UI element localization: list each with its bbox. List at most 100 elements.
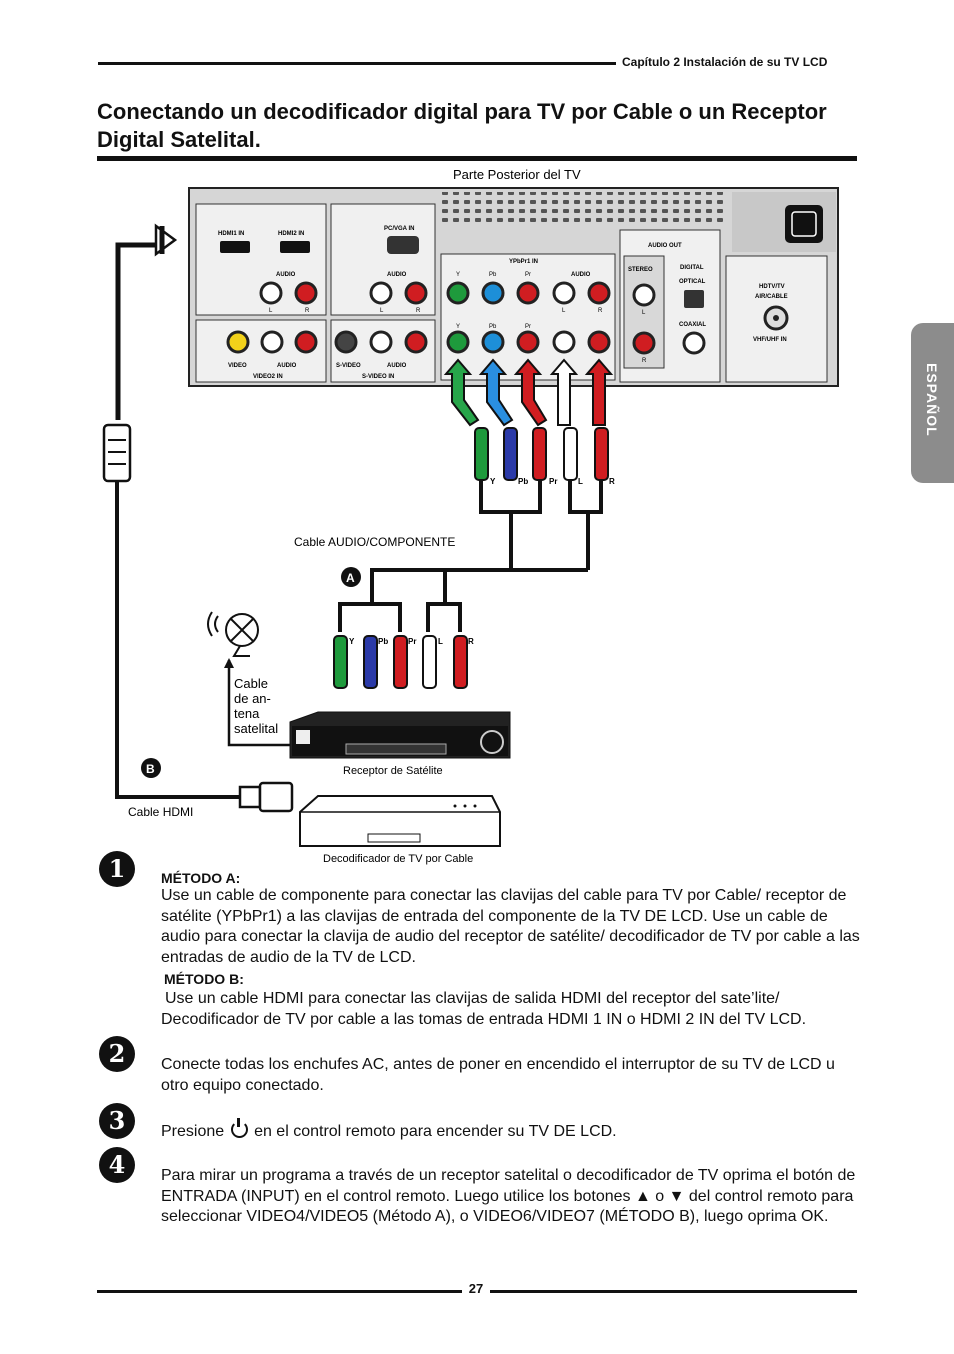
hdmi1-port [220,241,250,253]
optical-label: OPTICAL [679,279,706,285]
ypbpr2-r-jack [587,330,611,354]
sat-antenna-4: satelital [234,721,278,736]
ypbpr2-pb-jack [481,330,505,354]
hdmi1-label: HDMI1 IN [218,231,244,237]
ypbpr1-pb-jack [481,281,505,305]
ypbpr1-l-jack [552,281,576,305]
hdmi-r: R [305,308,310,314]
sat-antenna-3: tena [234,706,260,721]
method-a-text: Use un cable de componente para conectar… [161,887,860,966]
marker-b-label: B [146,762,155,776]
footer-rule-left [97,1290,462,1293]
pc-l: L [380,308,384,314]
pc-audio-r-jack [404,281,428,305]
svideo-audio-r-jack [404,330,428,354]
cable-box [299,795,501,847]
step-3-pre: Presione [161,1123,225,1140]
hdmi2-port [280,241,310,253]
hdmi-audio-l-jack [259,281,283,305]
sat-receiver-label: Receptor de Satélite [343,765,443,777]
ypbpr1-label: YPbPr1 IN [509,259,538,265]
ypbpr1-pr: Pr [525,272,531,278]
lower-y: Y [349,637,355,646]
step-3-text: Presione en el control remoto para encen… [161,1118,861,1143]
upper-r: R [609,477,615,486]
lower-pr: Pr [408,637,416,646]
tv-back-label: Parte Posterior del TV [453,167,581,182]
satellite-dish-icon [207,611,259,657]
component-arrows [443,358,614,427]
ypbpr2-pb: Pb [489,324,497,330]
video-jack [226,330,250,354]
stereo-l: L [642,310,646,316]
ypbpr2-pr: Pr [525,324,531,330]
component-cable [338,480,603,632]
upper-plugs [474,427,609,481]
method-a-title: MÉTODO A: [161,870,241,886]
ypbpr1-r: R [598,308,603,314]
method-b-text: Use un cable HDMI para conectar las clav… [161,990,807,1028]
step-1-number: 1 [99,851,135,887]
connection-diagram: Parte Posterior del TV HDMI1 IN HDMI2 IN… [102,167,839,865]
ypbpr1-y: Y [456,272,460,278]
stereo-l-jack [632,283,656,307]
ypbpr2-y: Y [456,324,460,330]
video2-audio-r-jack [294,330,318,354]
svideo-in-label: S-VIDEO IN [362,374,394,380]
stereo-r: R [642,358,647,364]
pc-audio-l-jack [369,281,393,305]
vhf-label: VHF/UHF IN [753,337,787,343]
ypbpr1-r-jack [587,281,611,305]
sat-antenna-1: Cable [234,676,268,691]
hdmi-cable [102,223,294,813]
upper-y: Y [490,477,496,486]
satellite-receiver [289,711,511,759]
video2-audio-l-jack [260,330,284,354]
svideo-jack [334,330,358,354]
coaxial-jack [682,331,706,355]
sat-antenna-2: de an- [234,691,271,706]
vent-grille [440,192,727,222]
cable-box-label: Decodificador de TV por Cable [323,853,473,865]
step-3-post: en el control remoto para encender su TV… [254,1123,617,1140]
pc-audio-label: AUDIO [387,272,407,278]
stereo-r-jack [632,331,656,355]
step-4-text: Para mirar un programa a través de un re… [161,1167,856,1225]
digital-label: DIGITAL [680,265,704,271]
video2-audio-label: AUDIO [277,363,297,369]
step-2-number: 2 [99,1036,135,1072]
ypbpr1-audio: AUDIO [571,272,591,278]
power-icon [230,1118,248,1138]
page-number: 27 [468,1281,484,1296]
svideo-label: S-VIDEO [336,363,361,369]
footer-rule-right [490,1290,857,1293]
method-b-title: MÉTODO B: [164,971,244,987]
ypbpr2-pr-jack [516,330,540,354]
marker-b [141,758,161,778]
hdmi-cable-label: Cable HDMI [128,805,193,819]
lower-pb: Pb [378,637,388,646]
svideo-audio-label: AUDIO [387,363,407,369]
ypbpr2-y-jack [446,330,470,354]
page-title: Conectando un decodificador digital para… [97,99,827,152]
av-cable-label: Cable AUDIO/COMPONENTE [294,535,455,549]
lower-r: R [468,637,474,646]
video2-label: VIDEO2 IN [253,374,283,380]
marker-a [341,567,361,587]
hdmi2-label: HDMI2 IN [278,231,304,237]
power-socket-icon [785,205,823,243]
ypbpr1-pb: Pb [489,272,497,278]
optical-port [684,290,704,308]
ypbpr1-pr-jack [516,281,540,305]
chapter-header: Capítulo 2 Instalación de su TV LCD [622,55,828,69]
vga-port [387,236,419,254]
step-4-number: 4 [99,1147,135,1183]
ypbpr1-l: L [562,308,566,314]
video-label: VIDEO [228,363,247,369]
language-tab: ESPAÑOL [911,323,954,483]
air-cable-label: AIR/CABLE [755,294,788,300]
pcvga-label: PC/VGA IN [384,226,414,232]
antenna-cable [227,660,290,747]
coaxial-label: COAXIAL [679,322,706,328]
upper-pb: Pb [518,477,528,486]
